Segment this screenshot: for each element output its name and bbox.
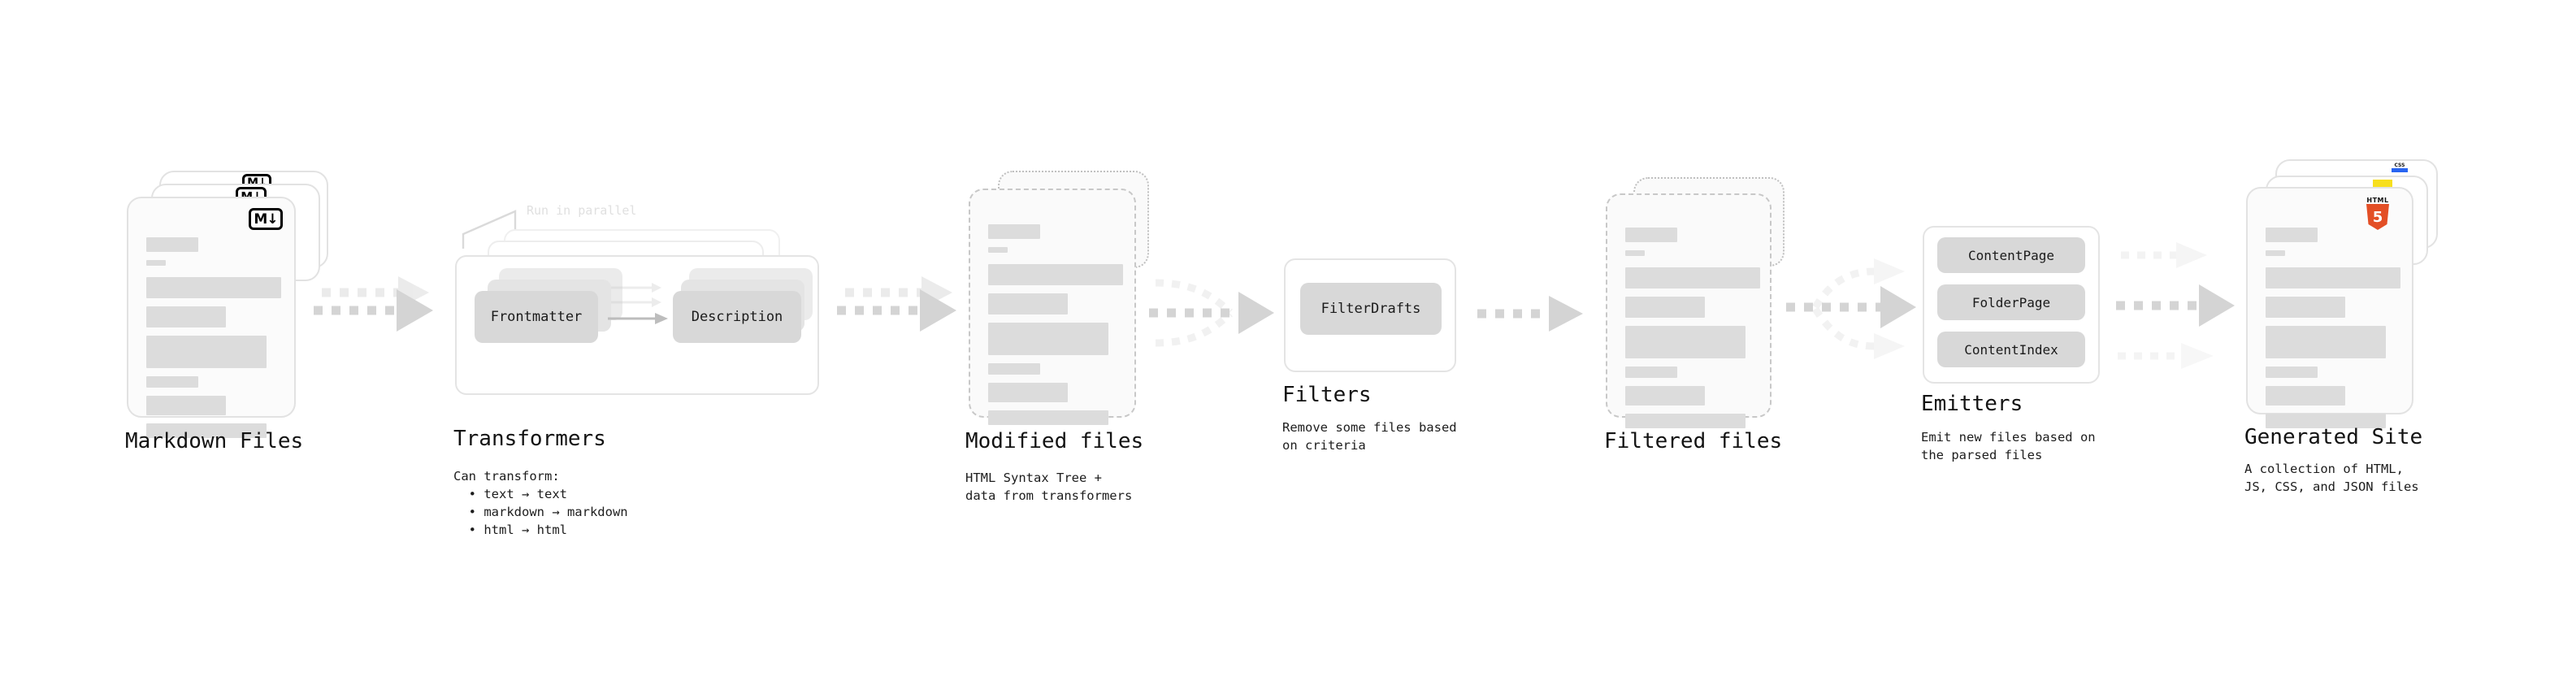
doc-line [1625, 228, 1677, 242]
doc-line [146, 336, 267, 368]
filters-chip-filterdrafts[interactable]: FilterDrafts [1300, 283, 1442, 335]
stage-caption-filters: Remove some files based on criteria [1282, 420, 1457, 453]
markdown-card-front: M↓ [127, 197, 296, 438]
flow-arrow-transformers-to-modified [830, 271, 969, 361]
markdown-badge-front: M↓ [249, 208, 283, 230]
filtered-card-front [1606, 193, 1772, 428]
stage-caption-transformers: Can transform: • text → text • markdown … [453, 469, 628, 537]
stage-title-modified-files: Modified files [965, 429, 1144, 453]
doc-line [1625, 297, 1705, 318]
generated-card-front-html: HTML 5 [2246, 187, 2413, 428]
doc-line [146, 376, 198, 388]
doc-line [2266, 267, 2400, 288]
doc-line [988, 224, 1040, 239]
flow-arrow-filtered-to-emitters [1783, 236, 1929, 374]
doc-line [1625, 367, 1677, 378]
doc-line [988, 293, 1068, 314]
doc-line [1625, 386, 1705, 406]
stage-title-generated-site: Generated Site [2244, 425, 2423, 449]
stage-caption-generated-site: A collection of HTML, JS, CSS, and JSON … [2244, 462, 2419, 494]
flow-arrow-emitters-to-site [2113, 232, 2259, 379]
doc-line [1625, 250, 1645, 256]
doc-line [1625, 414, 1746, 428]
doc-line [2266, 297, 2345, 318]
doc-line [146, 423, 267, 438]
run-in-parallel-label: Run in parallel [527, 203, 637, 218]
doc-line [2266, 386, 2345, 406]
doc-line [988, 247, 1008, 253]
stage-title-filtered-files: Filtered files [1604, 429, 1783, 453]
doc-line [146, 306, 226, 327]
css-badge: CSS [2392, 163, 2408, 172]
stage-title-emitters: Emitters [1921, 392, 2023, 416]
emitters-chip-contentpage[interactable]: ContentPage [1937, 237, 2085, 273]
emitters-chip-folderpage[interactable]: FolderPage [1937, 284, 2085, 320]
flow-arrow-modified-to-filters [1144, 268, 1290, 366]
doc-line [2266, 326, 2386, 358]
doc-content-lines [146, 237, 281, 446]
emitters-chip-contentindex[interactable]: ContentIndex [1937, 332, 2085, 367]
doc-line [2266, 414, 2386, 428]
doc-line [988, 264, 1123, 285]
doc-line [146, 396, 226, 415]
doc-line [2266, 228, 2318, 242]
doc-content-lines [2266, 228, 2400, 436]
doc-line [2266, 367, 2318, 378]
doc-line [146, 237, 198, 252]
transformers-chip-description[interactable]: Description [673, 291, 801, 343]
html5-badge-label: HTML [2366, 197, 2389, 204]
doc-line [2266, 250, 2285, 256]
doc-line [988, 323, 1108, 355]
stage-title-transformers: Transformers [453, 427, 606, 451]
doc-line [146, 260, 166, 266]
doc-line [988, 363, 1040, 375]
css-badge-bar [2392, 168, 2408, 172]
stage-caption-modified-files: HTML Syntax Tree + data from transformer… [965, 471, 1133, 503]
modified-card-front [969, 189, 1136, 425]
stage-title-filters: Filters [1282, 383, 1372, 407]
transformers-chip-frontmatter[interactable]: Frontmatter [475, 291, 598, 343]
stage-title-markdown-files: Markdown Files [125, 429, 304, 453]
doc-line [1625, 326, 1746, 358]
html5-badge: HTML 5 [2366, 197, 2389, 230]
flow-arrow-filters-to-filtered [1472, 291, 1594, 348]
flow-arrow-markdown-to-transformers [307, 271, 445, 361]
doc-line [1625, 267, 1760, 288]
css-badge-label: CSS [2394, 163, 2405, 168]
html5-badge-shield: 5 [2366, 204, 2389, 230]
doc-line [988, 383, 1068, 402]
transformers-inner-arrows [608, 283, 668, 324]
doc-content-lines [988, 224, 1123, 433]
doc-line [146, 277, 281, 298]
stage-caption-emitters: Emit new files based on the parsed files [1921, 430, 2096, 462]
doc-content-lines [1625, 228, 1760, 436]
doc-line [988, 410, 1108, 425]
run-in-parallel-bracket [462, 210, 517, 249]
